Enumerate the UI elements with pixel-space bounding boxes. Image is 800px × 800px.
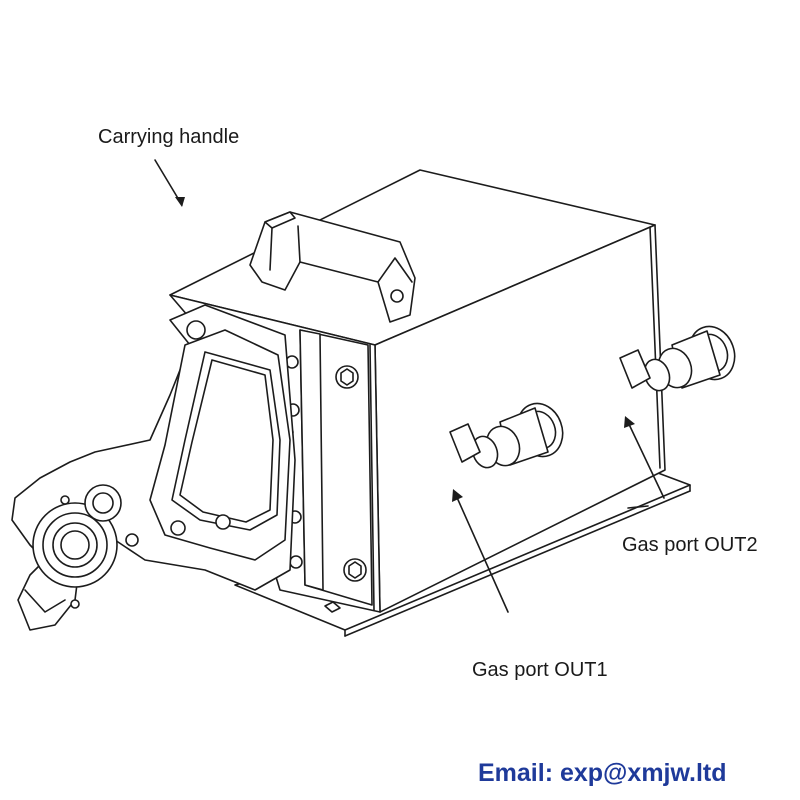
gas-port-out1 (449, 402, 564, 469)
leader-arrow-out2 (624, 416, 665, 499)
leader-arrow-out1 (452, 489, 509, 613)
crimping-jaw (11, 304, 296, 631)
carrying-handle (249, 211, 416, 323)
gas-port-out2-label: Gas port OUT2 (622, 534, 758, 556)
hex-screw-icon (343, 558, 367, 582)
hex-screw-icon (335, 365, 359, 389)
leader-arrow-handle (154, 159, 185, 207)
carrying-handle-label: Carrying handle (98, 126, 240, 148)
gas-port-out2 (619, 325, 736, 392)
gas-port-out1-label: Gas port OUT1 (472, 659, 608, 681)
contact-email: Email: exp@xmjw.ltd (478, 759, 727, 787)
